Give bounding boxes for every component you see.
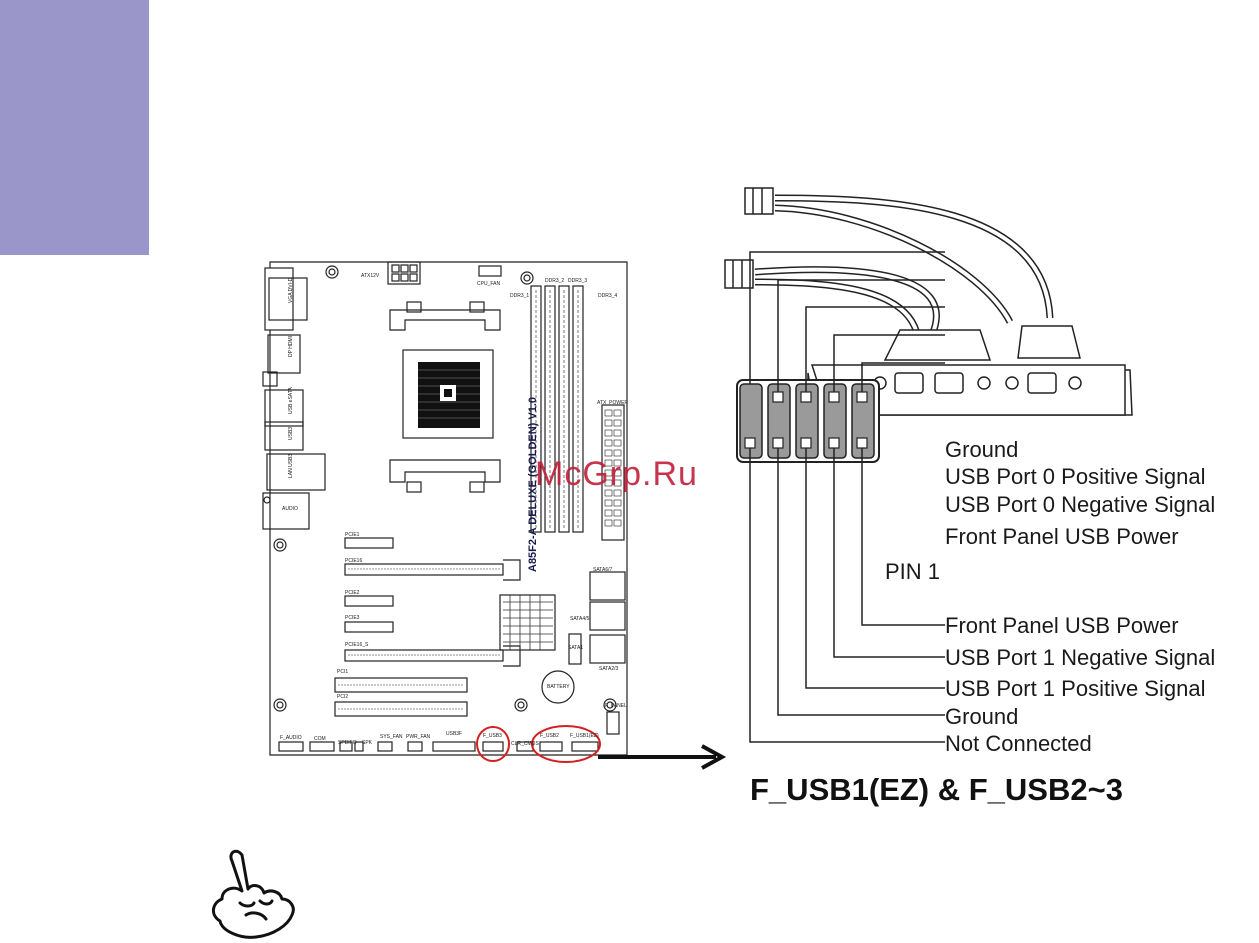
label-atx-power: ATX_POWER — [597, 400, 629, 406]
label-f-audio: F_AUDIO — [280, 735, 302, 741]
pin-label-bottom-4: Ground — [945, 704, 1019, 729]
label-vga: VGA DVI-D — [288, 277, 294, 303]
label-pcie16-1: PCIE16 — [345, 558, 363, 564]
pin-label-bottom-5: Not Connected — [945, 731, 1092, 756]
chapter-side-tab — [0, 0, 149, 255]
pin-label-top-3: USB Port 0 Negative Signal — [945, 492, 1216, 517]
connector-heading: F_USB1(EZ) & F_USB2~3 — [750, 772, 1123, 807]
label-sata2-3: SATA2/3 — [599, 666, 619, 672]
label-f-usb3: F_USB3 — [483, 733, 502, 739]
label-com: COM — [314, 736, 326, 742]
label-pci1: PCI1 — [337, 669, 349, 675]
label-usb-esata: USB eSATA — [288, 387, 294, 414]
label-sata6-7: SATA6/7 — [593, 567, 613, 573]
pointing-hand-icon — [212, 849, 295, 939]
label-cpu-fan: CPU_FAN — [477, 281, 501, 287]
label-pci2: PCI2 — [337, 694, 349, 700]
label-usb3f: USB3F — [446, 731, 463, 737]
pin-label-top-1: Ground — [945, 437, 1019, 462]
label-spk: SPK — [362, 740, 373, 746]
label-sys-fan: SYS_FAN — [380, 734, 403, 740]
label-battery: BATTERY — [547, 684, 570, 690]
label-ddr3-1: DDR3_1 — [510, 293, 530, 299]
watermark: McGrp.Ru — [535, 455, 698, 493]
pin-label-bottom-2: USB Port 1 Negative Signal — [945, 645, 1216, 670]
label-f-usb1ez: F_USB1(EZ) — [570, 733, 599, 739]
label-usb3: USB3 — [288, 426, 294, 440]
label-sata1: SATA1 — [568, 645, 584, 651]
usb-header-diagram — [724, 187, 1133, 743]
label-pwr-fan: PWR_FAN — [406, 734, 431, 740]
pin-label-top-2: USB Port 0 Positive Signal — [945, 464, 1206, 489]
label-pcie2: PCIE2 — [345, 590, 360, 596]
label-atx12v: ATX12V — [361, 273, 380, 279]
motherboard-layout — [262, 261, 628, 763]
label-audio: AUDIO — [282, 506, 298, 512]
label-f-usb2: F_USB2 — [540, 733, 559, 739]
label-f-panel: F_PANEL — [605, 703, 627, 709]
label-lan-usb3: LAN USB3 — [288, 453, 294, 478]
label-ddr3-3: DDR3_3 — [568, 278, 588, 284]
pin-label-top-4: Front Panel USB Power — [945, 524, 1179, 549]
label-dp-hdmi: DP HDMI — [288, 335, 294, 357]
label-sata4-5: SATA4/5 — [570, 616, 590, 622]
pin1-label: PIN 1 — [885, 559, 941, 584]
label-ddr3-4: DDR3_4 — [598, 293, 618, 299]
pin-label-bottom-3: USB Port 1 Positive Signal — [945, 676, 1206, 701]
pin-label-bottom-1: Front Panel USB Power — [945, 613, 1179, 638]
label-pcie1: PCIE1 — [345, 532, 360, 538]
label-spdifo: SPDIFO — [338, 740, 357, 746]
label-pcie16-2: PCIE16_S — [345, 642, 369, 648]
label-pcie3: PCIE3 — [345, 615, 360, 621]
label-clr-cmos: CLR_CMOS — [511, 741, 539, 747]
pointer-arrow — [598, 744, 727, 770]
label-ddr3-2: DDR3_2 — [545, 278, 565, 284]
